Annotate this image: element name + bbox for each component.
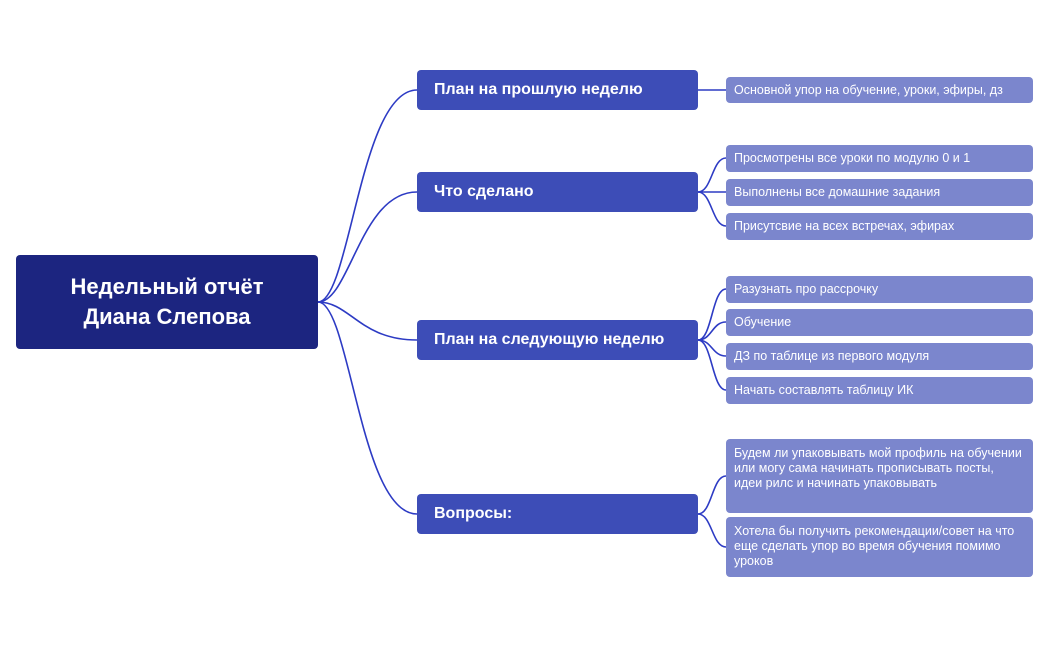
leaf-item[interactable]: Просмотрены все уроки по модулю 0 и 1 [726,145,1033,172]
branch-next-week-plan[interactable]: План на следующую неделю [417,320,698,360]
root-title-line1: Недельный отчёт [70,274,264,299]
root-node[interactable]: Недельный отчёт Диана Слепова [16,255,318,349]
leaf-item[interactable]: Хотела бы получить рекомендации/совет на… [726,517,1033,577]
leaf-label: Хотела бы получить рекомендации/совет на… [734,524,1015,568]
leaf-label: ДЗ по таблице из первого модуля [734,349,930,363]
branch-done[interactable]: Что сделано [417,172,698,212]
root-branch-connector [317,89,418,303]
branch-leaf-connector [697,339,727,391]
leaf-item[interactable]: Будем ли упаковывать мой профиль на обуч… [726,439,1033,513]
branch-label: План на следующую неделю [434,331,665,348]
leaf-item[interactable]: Начать составлять таблицу ИК [726,377,1033,404]
leaf-label: Просмотрены все уроки по модулю 0 и 1 [734,151,971,165]
leaf-label: Будем ли упаковывать мой профиль на обуч… [734,446,1022,490]
leaf-label: Выполнены все домашние задания [734,185,941,199]
leaf-item[interactable]: Выполнены все домашние задания [726,179,1033,206]
leaf-item[interactable]: Обучение [726,309,1033,336]
leaf-label: Основной упор на обучение, уроки, эфиры,… [734,82,1003,97]
leaf-item[interactable]: ДЗ по таблице из первого модуля [726,343,1033,370]
branch-leaf-connector [697,321,727,341]
branch-last-week-plan[interactable]: План на прошлую неделю [417,70,698,110]
leaf-item[interactable]: Основной упор на обучение, уроки, эфиры,… [726,77,1033,103]
branch-leaf-connector [697,475,727,515]
branch-leaf-connector [697,513,727,548]
leaf-item[interactable]: Присутсвие на всех встречах, эфирах [726,213,1033,240]
root-branch-connector [317,301,418,515]
root-title-line2: Диана Слепова [83,304,251,329]
branch-leaf-connector [697,157,727,193]
root-branch-connector [317,191,418,303]
branch-questions[interactable]: Вопросы: [417,494,698,534]
branch-label: Вопросы: [434,505,513,522]
branch-leaf-connector [697,339,727,357]
branch-label: План на прошлую неделю [434,81,643,98]
root-branch-connector [317,301,418,341]
leaf-item[interactable]: Разузнать про рассрочку [726,276,1033,303]
leaf-label: Разузнать про рассрочку [734,282,879,296]
leaf-label: Начать составлять таблицу ИК [734,383,914,397]
branch-leaf-connector [697,288,727,341]
leaf-label: Присутсвие на всех встречах, эфирах [734,219,955,233]
leaf-label: Обучение [734,315,792,329]
branch-leaf-connector [697,191,727,227]
branch-label: Что сделано [434,183,534,200]
